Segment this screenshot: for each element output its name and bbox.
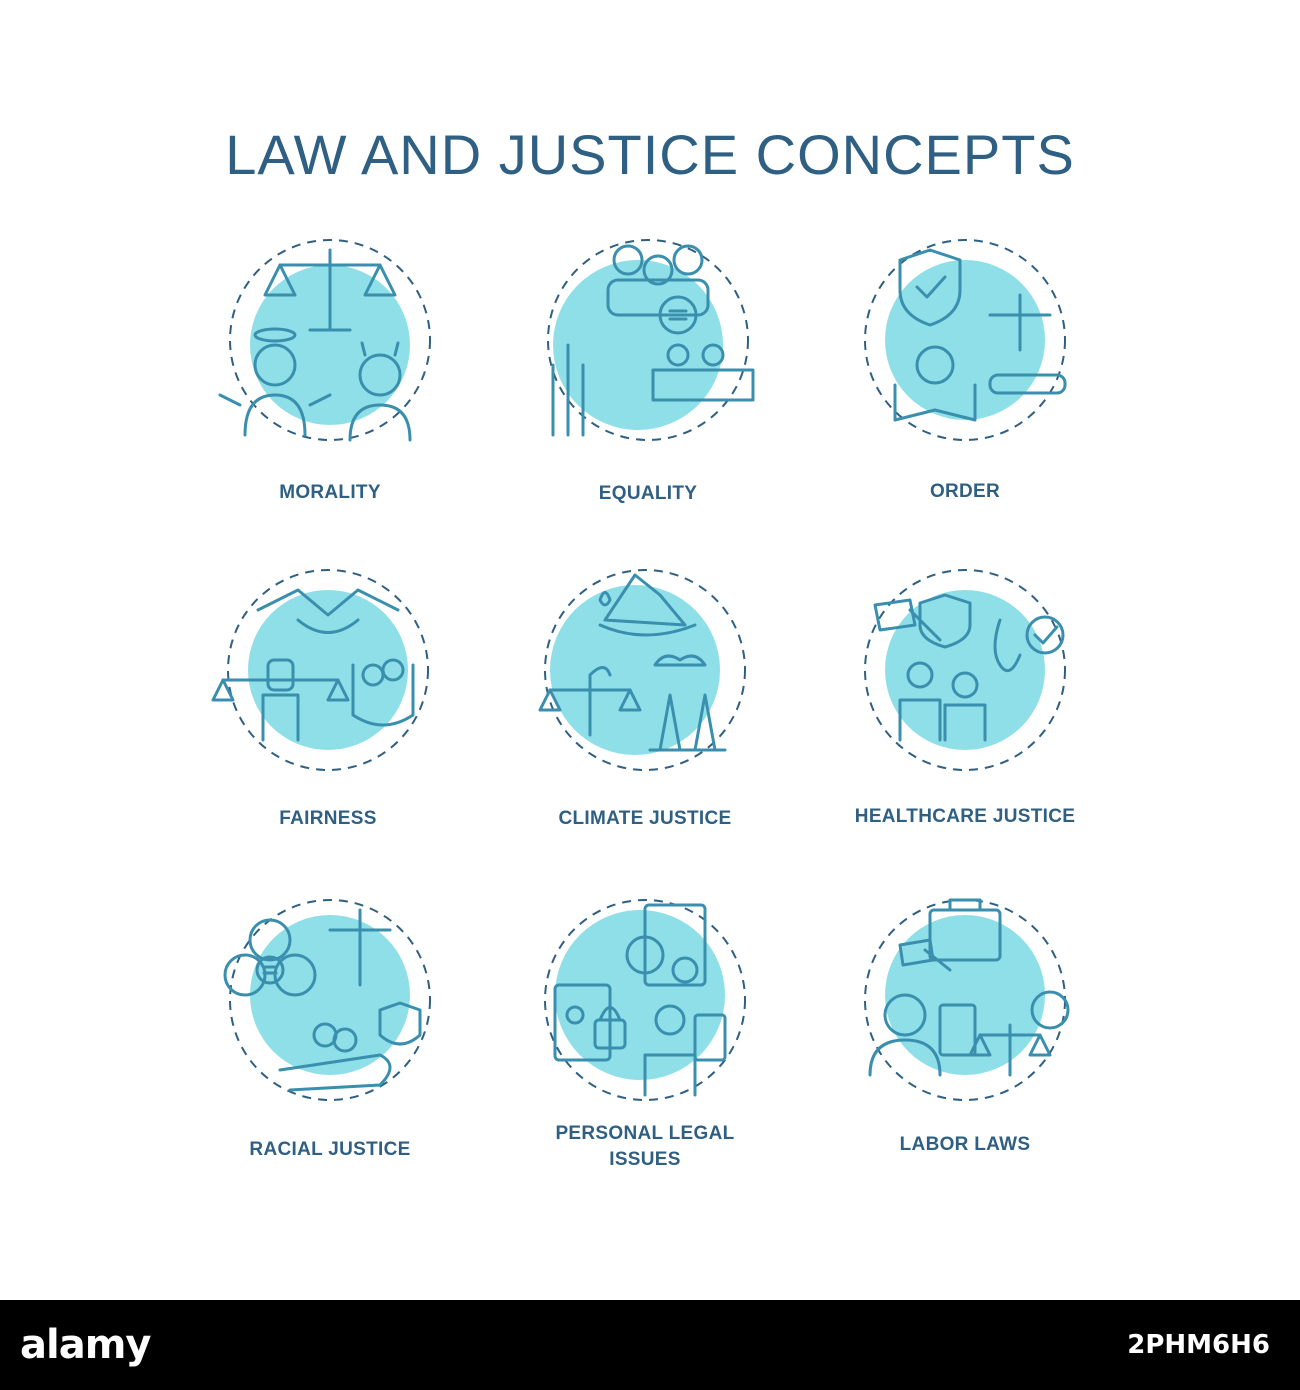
concept-racial-justice: RACIAL JUSTICE [180, 895, 480, 1195]
racial-justice-icon [223, 899, 431, 1101]
concept-healthcare-justice: HEALTHCARE JUSTICE [815, 565, 1115, 865]
order-icon [864, 239, 1067, 441]
concept-labor-laws: LABOR LAWS [815, 895, 1115, 1195]
concept-label: RACIAL JUSTICE [249, 1139, 411, 1160]
concept-label: EQUALITY [598, 483, 698, 504]
concept-personal-legal-issues: PERSONAL LEGAL ISSUES [495, 895, 795, 1195]
healthcare-justice-icon [864, 569, 1066, 771]
concept-label: LABOR LAWS [899, 1134, 1031, 1155]
image-id: 2PHM6H6 [1127, 1330, 1270, 1360]
labor-laws-icon [864, 898, 1070, 1101]
equality-icon [547, 239, 755, 441]
fairness-icon [211, 569, 429, 771]
climate-justice-icon [538, 569, 746, 771]
concept-climate-justice: CLIMATE JUSTICE [495, 565, 795, 865]
concept-label: MORALITY [279, 482, 381, 503]
personal-legal-issues-icon [544, 899, 746, 1101]
concept-equality: EQUALITY [498, 235, 798, 535]
page-title: LAW AND JUSTICE CONCEPTS [225, 123, 1075, 186]
footer-bar: alamy 2PHM6H6 [0, 1300, 1300, 1390]
concept-morality: MORALITY [180, 235, 480, 535]
concept-order: ORDER [815, 235, 1115, 535]
concept-fairness: FAIRNESS [178, 565, 478, 865]
concept-label: CLIMATE JUSTICE [558, 808, 732, 829]
concept-label: HEALTHCARE JUSTICE [854, 806, 1076, 827]
concept-label: ORDER [929, 481, 1001, 502]
concept-label: PERSONAL LEGAL ISSUES [555, 1123, 735, 1170]
morality-icon [218, 239, 431, 442]
concept-label: FAIRNESS [279, 808, 377, 829]
brand-logo: alamy [20, 1322, 151, 1368]
